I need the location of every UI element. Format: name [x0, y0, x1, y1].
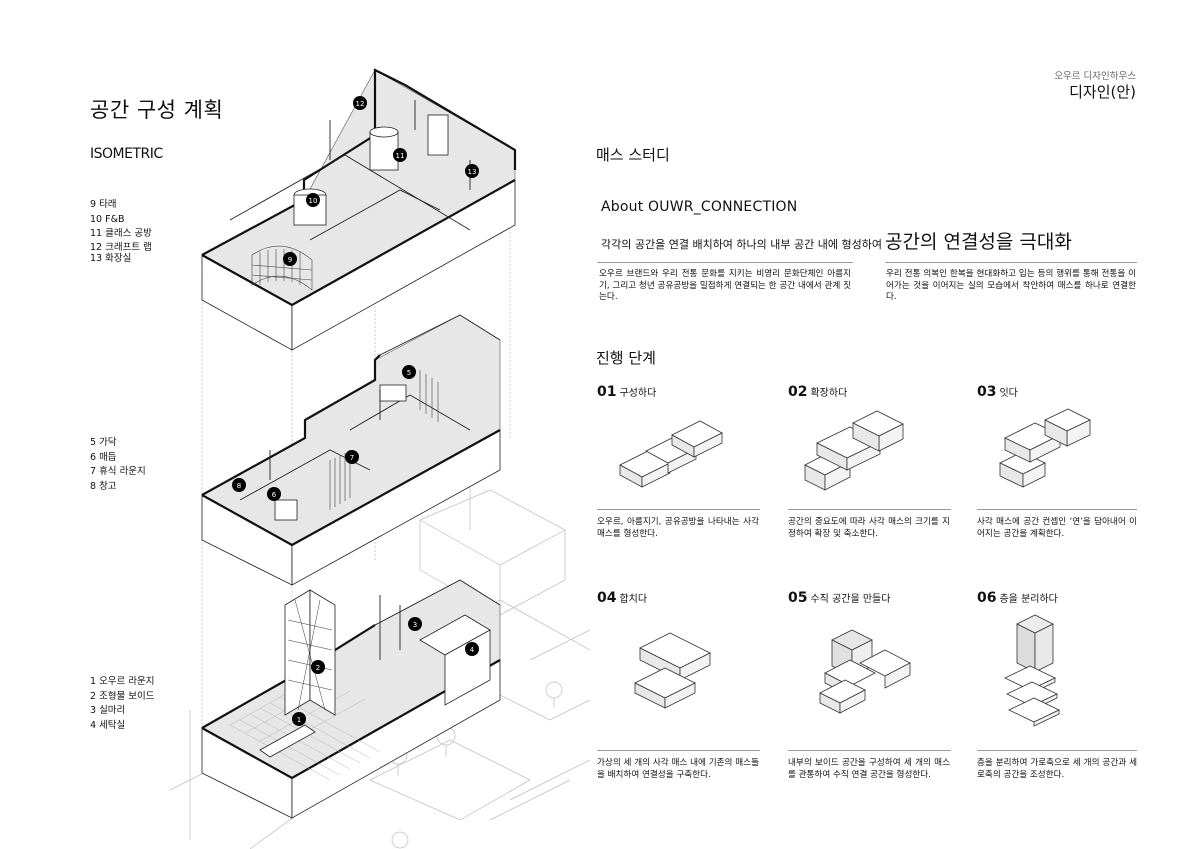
badge-1: 1 [292, 712, 306, 726]
legend-item: 9 타래 [90, 199, 117, 210]
divider [597, 262, 853, 263]
legend-item: 1 오우르 라운지 [90, 676, 155, 687]
level-3-plan [201, 68, 517, 351]
legend-item: 6 매듭 [90, 451, 117, 463]
tagline-small: 각각의 공간을 연결 배치하여 하나의 내부 공간 내에 형성하여 [601, 238, 882, 251]
badge-10: 10 [306, 193, 320, 207]
intro-paragraph-right: 우리 전통 의복인 한복을 현대화하고 입는 등의 행위를 통해 전통을 이어가… [886, 269, 1136, 302]
step-02-desc: 공간의 중요도에 따라 사각 매스의 크기를 지정하여 확장 및 축소한다. [788, 517, 950, 539]
divider [597, 509, 760, 510]
progress-heading: 진행 단계 [596, 349, 656, 367]
step-03-mass-diagram [999, 408, 1091, 488]
svg-text:1: 1 [297, 716, 301, 724]
legend-item: 11 클래스 공방 [90, 228, 152, 239]
badge-6: 6 [267, 487, 281, 501]
divider [788, 509, 951, 510]
step-03-desc: 사각 매스에 공간 컨셉인 ‘연’을 담아내어 이어지는 공간을 계획한다. [977, 517, 1137, 539]
legend-level-3: 9 타래 10 F&B 11 클래스 공방 12 크래프트 랩 13 화장실 [90, 198, 152, 264]
badge-3: 3 [408, 617, 422, 631]
badge-7: 7 [345, 450, 359, 464]
mass-study-heading: 매스 스터디 [596, 146, 670, 164]
step-05-desc: 내부의 보이드 공간을 구성하여 세 개의 매스를 관통하여 수직 연결 공간을… [788, 758, 950, 780]
svg-text:13: 13 [468, 168, 477, 176]
isometric-drawing: 12 11 13 10 9 5 7 8 6 3 4 2 1 [170, 68, 590, 849]
legend-item: 3 실마리 [90, 705, 126, 716]
level-1-plan [201, 579, 501, 819]
svg-text:2: 2 [316, 664, 320, 672]
svg-text:5: 5 [407, 369, 411, 377]
brand-sub: 오우르 디자인하우스 [1054, 71, 1136, 82]
divider [977, 509, 1137, 510]
badge-8: 8 [232, 478, 246, 492]
legend-item: 5 가닥 [90, 437, 117, 448]
step-01-mass-diagram [619, 420, 723, 488]
badge-13: 13 [465, 164, 479, 178]
legend-item: 7 휴식 라운지 [90, 466, 146, 477]
step-05-mass-diagram [819, 629, 911, 714]
badge-5: 5 [402, 365, 416, 379]
badge-12: 12 [353, 96, 367, 110]
legend-item: 12 크래프트 랩 [90, 241, 152, 253]
legend-item: 8 창고 [90, 480, 117, 492]
about-title: About OUWR_CONNECTION [601, 199, 798, 215]
svg-text:3: 3 [413, 621, 417, 629]
divider [788, 750, 951, 751]
legend-item: 4 세탁실 [90, 719, 126, 731]
badge-4: 4 [465, 642, 479, 656]
svg-text:12: 12 [356, 100, 365, 108]
svg-text:7: 7 [350, 454, 354, 462]
badge-11: 11 [393, 148, 407, 162]
level-2-plan [201, 314, 501, 586]
legend-level-1: 1 오우르 라운지 2 조형물 보이드 3 실마리 4 세탁실 [90, 675, 155, 733]
floor-badges: 12 11 13 10 9 5 7 8 6 3 4 2 1 [232, 96, 479, 726]
intro-paragraph-left: 오우르 브랜드와 우리 전통 문화를 지키는 비영리 문화단체인 아름지기, 그… [599, 269, 851, 302]
svg-text:8: 8 [237, 482, 241, 490]
tagline-big: 공간의 연결성을 극대화 [884, 231, 1072, 253]
divider [977, 750, 1137, 751]
svg-text:6: 6 [272, 491, 277, 499]
step-06-desc: 층을 분리하여 가로축으로 세 개의 공간과 세로축의 공간을 조성한다. [977, 758, 1137, 780]
badge-2: 2 [311, 660, 325, 674]
legend-item: 10 F&B [90, 213, 125, 225]
step-02-mass-diagram [804, 410, 904, 491]
divider [885, 262, 1137, 263]
svg-text:9: 9 [288, 256, 292, 264]
context-linework [170, 480, 590, 849]
page-title: 공간 구성 계획 [90, 98, 224, 122]
badge-9: 9 [283, 252, 297, 266]
step-04-desc: 가상의 세 개의 사각 매스 내에 기존의 매스들을 배치하여 연결성을 구축한… [597, 758, 759, 780]
legend-item: 2 조형물 보이드 [90, 690, 155, 702]
brand-main: 디자인(안) [1069, 83, 1136, 101]
step-06-mass-diagram [1004, 614, 1060, 727]
step-04-mass-diagram [634, 632, 711, 709]
svg-text:10: 10 [309, 197, 318, 205]
svg-text:11: 11 [396, 152, 405, 160]
legend-level-2: 5 가닥 6 매듭 7 휴식 라운지 8 창고 [90, 436, 146, 494]
legend-item: 13 화장실 [90, 252, 132, 264]
divider [597, 750, 760, 751]
step-01-desc: 오우르, 아름지기, 공유공방을 나타내는 사각 매스를 형성한다. [597, 517, 759, 539]
isometric-label: ISOMETRIC [90, 146, 163, 162]
svg-text:4: 4 [470, 646, 475, 654]
